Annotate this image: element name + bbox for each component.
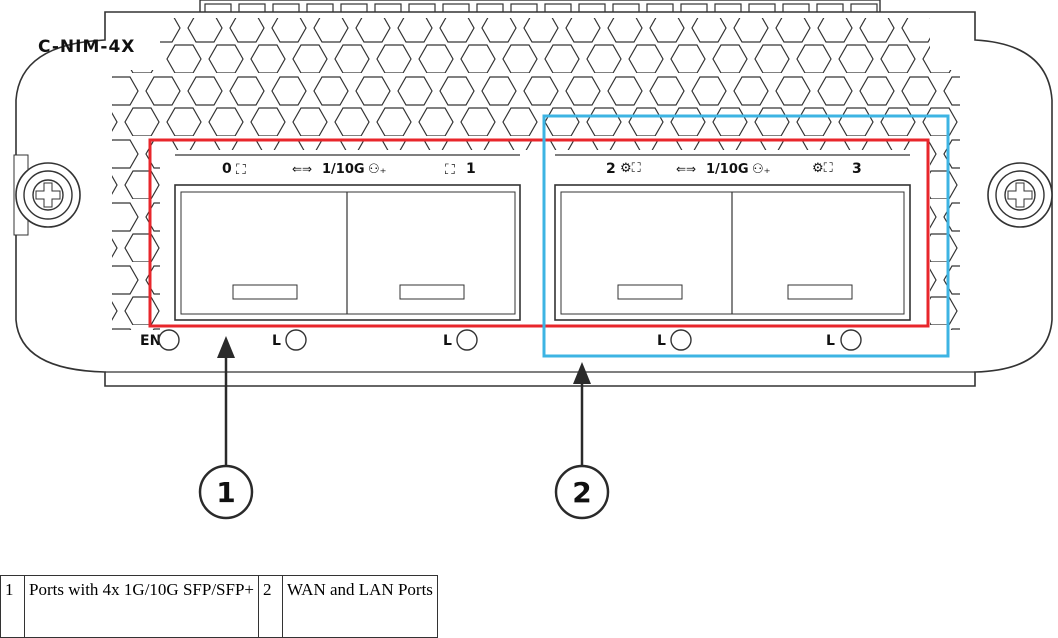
- transceiver-icon: ⚇₊: [368, 162, 387, 177]
- led-enable-label: EN: [140, 333, 161, 349]
- transceiver-icon: ⚇₊: [752, 162, 771, 177]
- speed-label-left: 1/10G: [322, 162, 365, 177]
- led-link-0: [285, 329, 307, 351]
- led-link-label: L: [272, 333, 281, 349]
- callout-number-2: 2: [572, 476, 591, 509]
- callout-circle-2: [554, 464, 610, 520]
- led-link-1: [456, 329, 478, 351]
- callout-number-1: 1: [216, 476, 235, 509]
- port-1-label: 1: [466, 161, 476, 177]
- port-0-label: 0: [222, 161, 232, 177]
- network-icon: ⛶: [236, 162, 246, 178]
- thumbscrew-right-icon: [987, 162, 1053, 228]
- sfp-cage-right: [548, 150, 918, 330]
- led-link-3: [840, 329, 862, 351]
- callout-circle-1: [198, 464, 254, 520]
- led-link-2: [670, 329, 692, 351]
- sfp-cage-left: [168, 150, 526, 330]
- led-link-label: L: [826, 333, 835, 349]
- thumbscrew-left-icon: [13, 154, 81, 236]
- port-2-label: 2: [606, 161, 616, 177]
- led-link-label: L: [657, 333, 666, 349]
- speed-label-right: 1/10G: [706, 162, 749, 177]
- network-icon: ⛶: [445, 162, 455, 178]
- model-label: C-NIM-4X: [38, 37, 135, 57]
- legend-table: 1 Ports with 4x 1G/10G SFP/SFP+ 2 WAN an…: [0, 575, 438, 638]
- arrow-icon: ⇐⇒: [676, 162, 696, 176]
- callout-arrows: [217, 336, 591, 466]
- led-link-label: L: [443, 333, 452, 349]
- legend-text-1: Ports with 4x 1G/10G SFP/SFP+: [24, 575, 259, 638]
- arrow-icon: ⇐⇒: [292, 162, 312, 176]
- led-enable: [158, 329, 180, 351]
- legend-row: 1 Ports with 4x 1G/10G SFP/SFP+ 2 WAN an…: [0, 575, 438, 638]
- legend-text-2: WAN and LAN Ports: [282, 575, 438, 638]
- network-icon: ⚙⛶: [812, 161, 834, 176]
- legend-number-2: 2: [258, 575, 283, 638]
- callout-box-2: [542, 114, 950, 358]
- network-icon: ⚙⛶: [620, 161, 642, 176]
- callout-box-1: [148, 138, 930, 328]
- port-3-label: 3: [852, 161, 862, 177]
- legend-number-1: 1: [0, 575, 25, 638]
